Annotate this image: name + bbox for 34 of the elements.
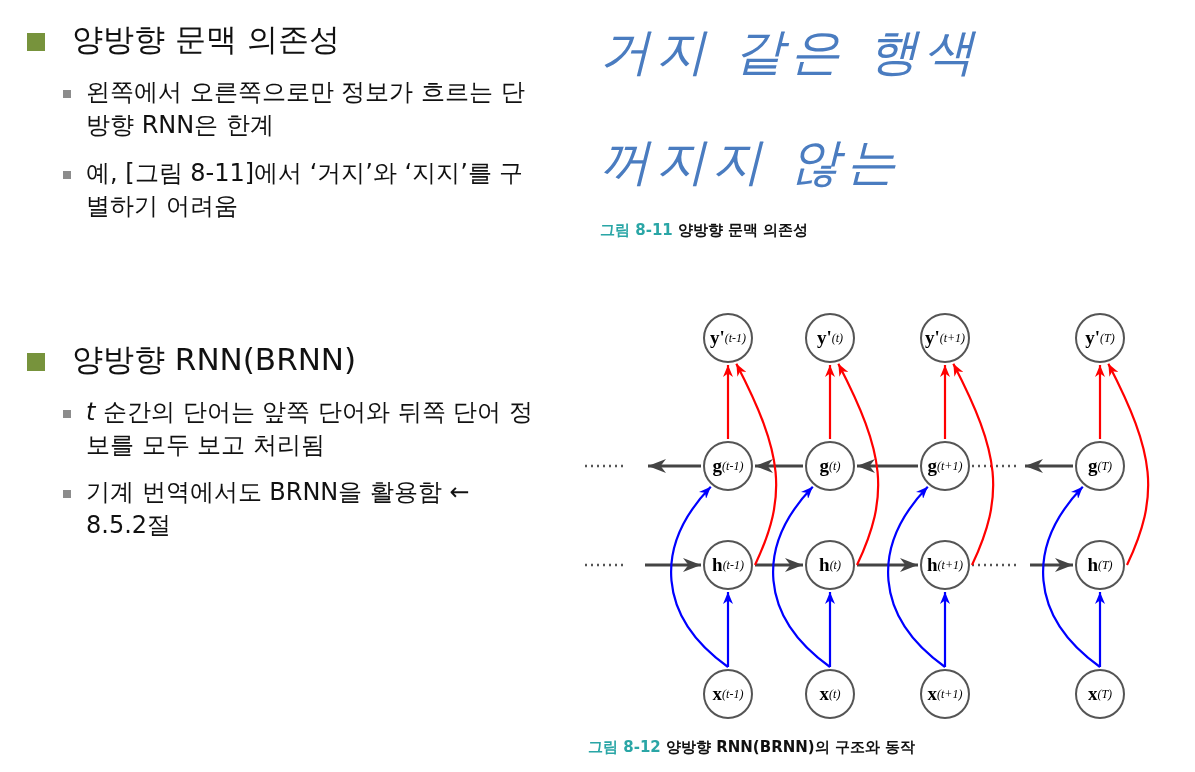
- bullet-text: 기계 번역에서도 BRNN을 활용함 ← 8.5.2절: [86, 477, 471, 542]
- arrow: [857, 459, 918, 473]
- figure-caption: 그림 8-11 양방향 문맥 의존성: [600, 220, 809, 241]
- arrow: [1095, 592, 1105, 667]
- arrow: [1042, 486, 1101, 668]
- handwritten-text: 꺼지지 않는: [600, 132, 903, 193]
- figure-caption: 그림 8-12 양방향 RNN(BRNN)의 구조와 동작: [588, 737, 916, 758]
- arrow: [940, 365, 950, 439]
- heading: 양방향 문맥 의존성: [72, 20, 341, 59]
- arrow: [1107, 363, 1150, 566]
- arrow: [735, 363, 778, 566]
- arrow: [952, 363, 995, 566]
- bullet-text: 왼쪽에서 오른쪽으로만 정보가 흐르는 단방향 RNN은 한계: [86, 77, 526, 142]
- arrow: [940, 592, 950, 667]
- arrow: [857, 558, 918, 572]
- arrow: [755, 558, 803, 572]
- arrow: [825, 365, 835, 439]
- arrow: [723, 592, 733, 667]
- arrow: [1095, 365, 1105, 439]
- arrow: [648, 459, 701, 473]
- arrow: [670, 486, 729, 668]
- arrow: [1025, 459, 1073, 473]
- handwritten-text: 거지 같은 행색: [600, 22, 981, 83]
- arrow: [755, 459, 803, 473]
- arrow: [887, 486, 946, 668]
- arrow: [1030, 558, 1073, 572]
- arrow: [837, 363, 880, 566]
- bullet-text: t 순간의 단어는 앞쪽 단어와 뒤쪽 단어 정보를 모두 보고 처리됨: [86, 397, 534, 462]
- arrow: [772, 486, 831, 668]
- bullet-text: 예, [그림 8-11]에서 ‘거지’와 ‘지지’를 구별하기 어려움: [86, 158, 525, 223]
- arrow: [825, 592, 835, 667]
- arrow: [645, 558, 701, 572]
- arrow: [723, 365, 733, 439]
- heading: 양방향 RNN(BRNN): [72, 340, 358, 379]
